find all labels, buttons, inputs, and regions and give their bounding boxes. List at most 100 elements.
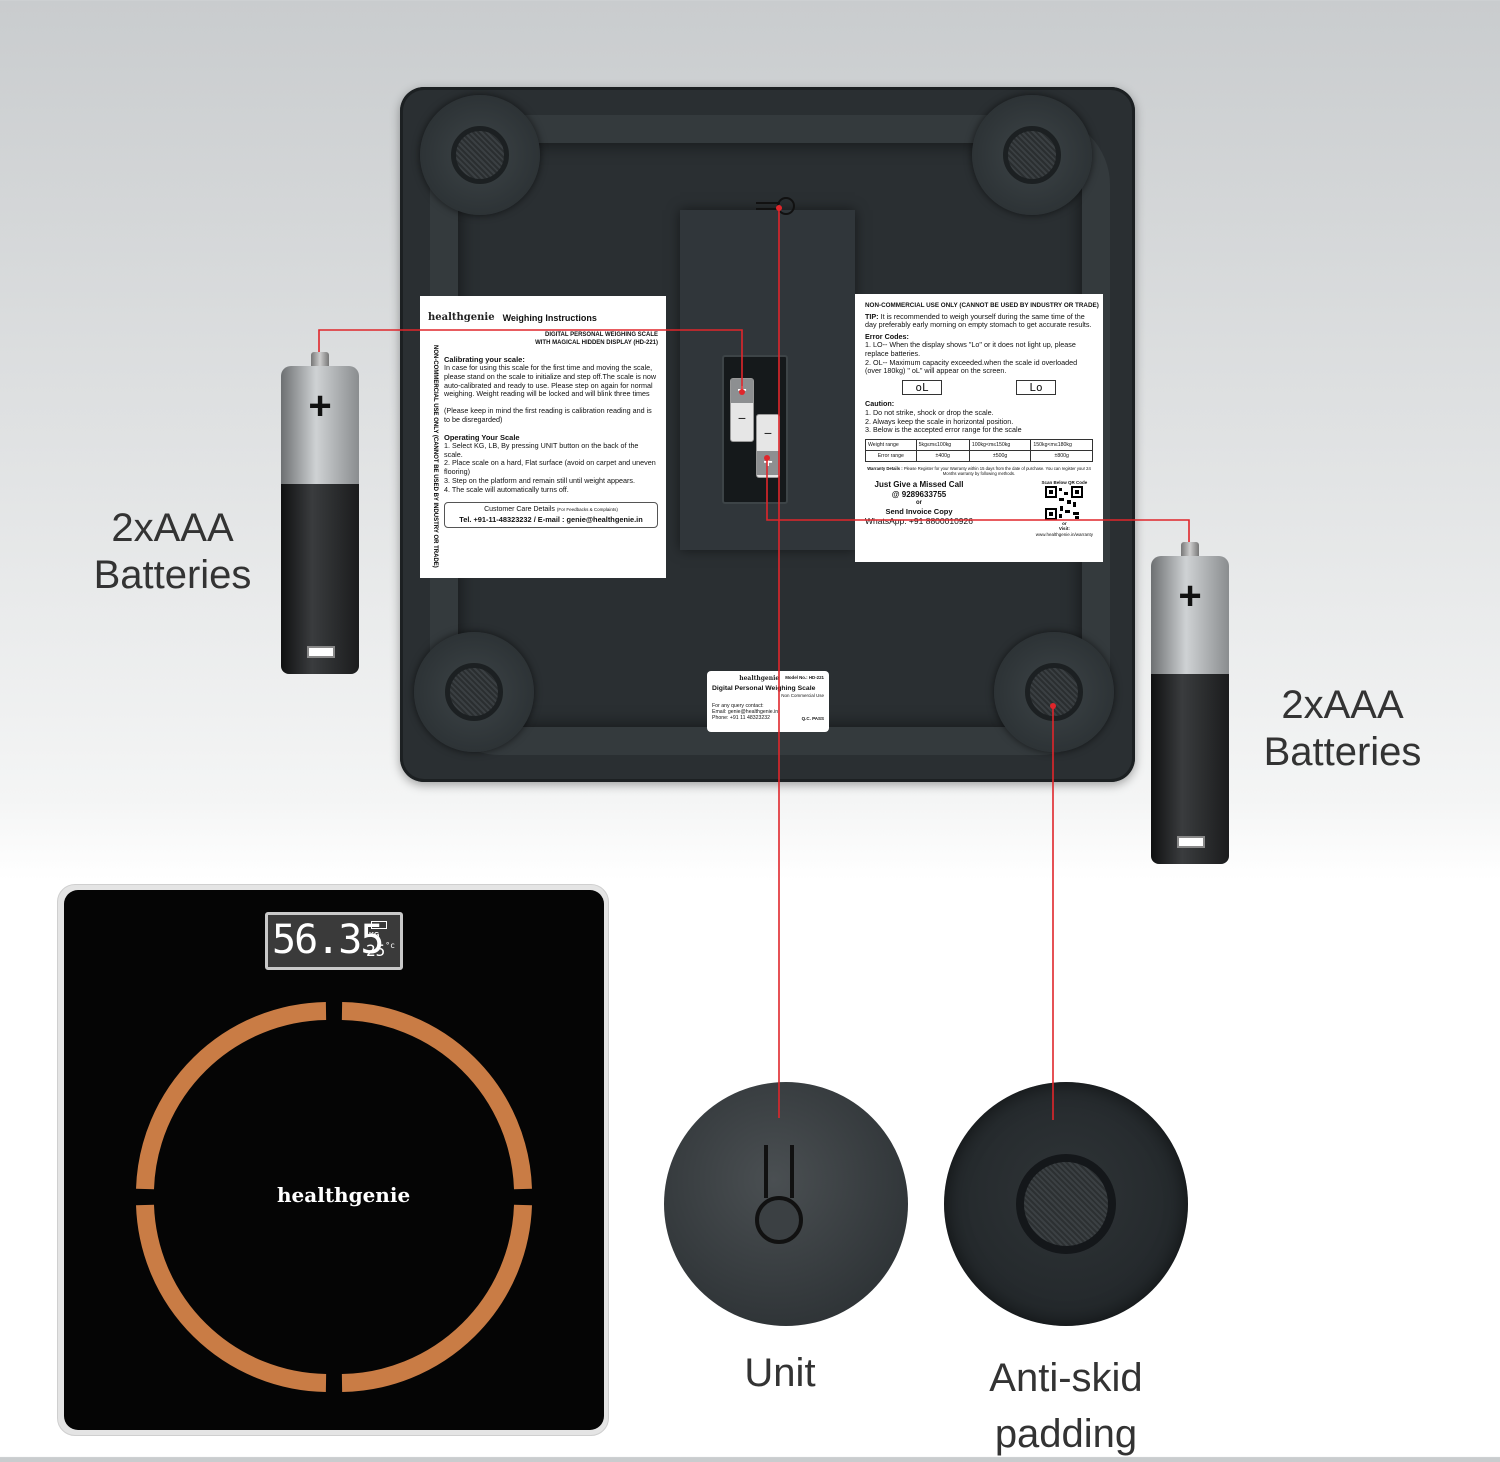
small-phone: Phone: +91 11 48323232 (712, 715, 771, 722)
battery-minus-icon (1177, 836, 1205, 848)
table-cell: ±800g (1030, 450, 1093, 463)
label-side-text: NON-COMMERCIAL USE ONLY (CANNOT BE USED … (432, 345, 438, 568)
label-brand-logo: healthgenie (428, 312, 495, 323)
anti-skid-foot-top-left (451, 126, 509, 184)
table-cell: 100kg<m≤150kg (968, 438, 1032, 452)
label-product-line2: WITH MAGICAL HIDDEN DISPLAY (HD-221) (535, 339, 658, 346)
battery-terminal (1181, 542, 1199, 556)
care-sub: (For Feedbacks & Complaints) (556, 507, 618, 513)
battery-plus-icon: + (308, 384, 332, 428)
error-range-table: Weight range 5kg≤m≤100kg 100kg<m≤150kg 1… (865, 438, 1093, 463)
or-separator: or (916, 499, 922, 506)
model-label: healthgenie Model No.: HD-221 Digital Pe… (707, 671, 829, 732)
anti-skid-foot-zoom-icon (1016, 1154, 1116, 1254)
operating-step: 3. Step on the platform and remain still… (444, 475, 635, 485)
warranty-text: Please Register for your Warranty within… (903, 466, 1091, 477)
model-number: Model No.: HD-221 (785, 675, 824, 680)
whatsapp-text: WhatsApp: +91 8800010926 (865, 515, 973, 526)
mini-battery-plus: + (731, 379, 753, 403)
operating-step: 4. The scale will automatically turns of… (444, 484, 569, 494)
mini-battery-right: − + (756, 414, 780, 478)
care-contact: Tel. +91-11-48323232 / E-mail : genie@he… (459, 515, 643, 524)
error-heading: Error Codes: (865, 331, 909, 341)
battery-top: + (281, 366, 359, 484)
caption-unit: Unit (744, 1351, 816, 1395)
caption-antiskid: Anti-skid padding (955, 1350, 1177, 1462)
temperature-value: 25 (366, 941, 386, 960)
battery-left: + (281, 352, 359, 674)
small-sub: Non Commercial Use (781, 693, 824, 699)
temperature-reading: 25°c (366, 941, 395, 960)
warranty-label: NON-COMMERCIAL USE ONLY (CANNOT BE USED … (855, 294, 1103, 562)
code-lo-box: Lo (1016, 380, 1056, 396)
invoice-text: Send Invoice Copy (885, 506, 953, 516)
operating-heading: Operating Your Scale (444, 432, 520, 442)
tip-text: It is recommended to weigh yourself duri… (865, 311, 1092, 330)
table-cell: 150kg<m≤180kg (1030, 438, 1093, 452)
tip-label: TIP: (865, 311, 879, 321)
battery-plus-icon: + (1178, 574, 1202, 618)
small-brand-logo: healthgenie (739, 675, 780, 682)
caption-batteries-right: 2xAAA Batteries (1250, 682, 1435, 776)
small-email: Email: genie@healthgenie.in (712, 708, 779, 715)
battery-top: + (1151, 556, 1229, 674)
battery-bottom (1151, 674, 1229, 864)
table-cell: Weight range (865, 438, 917, 452)
caution-item: 1. Do not strike, shock or drop the scal… (865, 407, 994, 417)
caption-line: 2xAAA (1281, 683, 1404, 727)
table-row: Error range ±400g ±500g ±800g (865, 450, 1093, 463)
temperature-unit: °c (385, 941, 395, 950)
customer-care-box: Customer Care Details (For Feedbacks & C… (444, 502, 658, 529)
mini-battery-plus: + (757, 451, 779, 475)
caution-item: 2. Always keep the scale in horizontal p… (865, 416, 1014, 426)
battery-level-icon (371, 921, 387, 929)
warranty-label-text: Warranty Details : (867, 466, 903, 472)
front-brand-logo: healthgenie (277, 1183, 411, 1207)
mini-battery-minus: − (737, 410, 747, 426)
battery-right: + (1151, 542, 1229, 864)
orange-ring-icon (136, 1002, 532, 1392)
weight-unit: KG (369, 932, 380, 939)
caption-line: 2xAAA (111, 506, 234, 550)
weighing-instructions-label: healthgenie Weighing Instructions DIGITA… (420, 296, 666, 578)
table-row: Weight range 5kg≤m≤100kg 100kg<m≤150kg 1… (865, 438, 1093, 452)
right-label-header: NON-COMMERCIAL USE ONLY (CANNOT BE USED … (865, 302, 1099, 309)
operating-step: 1. Select KG, LB, By pressing UNIT butto… (444, 440, 639, 459)
battery-terminal (311, 352, 329, 366)
missed-call-text: Just Give a Missed Call (874, 480, 964, 490)
anti-skid-foot-top-right (1003, 126, 1061, 184)
caption-line: padding (994, 1412, 1138, 1456)
care-heading: Customer Care Details (484, 506, 555, 514)
anti-skid-foot-bottom-right (1025, 663, 1083, 721)
anti-skid-foot-bottom-left (445, 663, 503, 721)
visit-url: www.healthgenie.in/warranty (1035, 531, 1093, 537)
mini-battery-minus: − (763, 425, 773, 441)
caution-heading: Caution: (865, 399, 895, 409)
operating-step: 2. Place scale on a hard, Flat surface (… (444, 458, 656, 477)
caption-line: Batteries (1263, 730, 1422, 774)
small-title: Digital Personal Weighing Scale (712, 685, 816, 693)
unit-button-icon (756, 197, 795, 215)
calibration-text: In case for using this scale for the fir… (444, 362, 657, 399)
caption-line: Batteries (93, 553, 252, 597)
error-lo: 1. LO-- When the display shows "Lo" or i… (865, 340, 1076, 359)
calibration-note: (Please keep in mind the first reading i… (444, 406, 652, 424)
caption-batteries-left: 2xAAA Batteries (80, 505, 265, 599)
table-cell: ±500g (968, 450, 1032, 463)
table-cell: 5kg≤m≤100kg (915, 438, 970, 452)
weight-reading: 56.35 (272, 917, 384, 963)
battery-bottom (281, 484, 359, 674)
label-product-line1: DIGITAL PERSONAL WEIGHING SCALE (544, 332, 658, 339)
error-ol: 2. OL-- Maximum capacity exceeded.when t… (865, 357, 1078, 376)
label-title: Weighing Instructions (502, 312, 597, 323)
code-ol-box: oL (902, 380, 942, 396)
missed-call-number: @ 9289633755 (891, 489, 947, 499)
qc-pass-badge: Q.C. PASS (801, 716, 824, 722)
table-cell: Error range (865, 450, 917, 463)
caution-item: 3. Below is the accepted error range for… (865, 425, 1022, 435)
qr-code-icon (1045, 485, 1084, 520)
caption-line: Anti-skid (989, 1356, 1143, 1400)
mini-battery-left: + − (730, 378, 754, 442)
small-query: For any query contact: (712, 702, 764, 709)
unit-slot-icon (755, 1145, 803, 1244)
